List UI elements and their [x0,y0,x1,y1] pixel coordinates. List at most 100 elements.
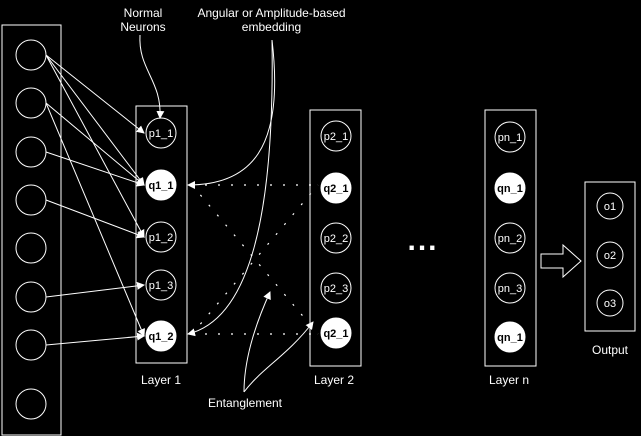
input-neuron [15,136,47,168]
neuron-circle [494,121,526,153]
neuron-circle [596,289,624,317]
entanglement-arrow-1 [243,291,271,393]
neuron-circle [320,120,352,152]
output-neuron: o3 [596,289,624,317]
neuron-label: o2 [604,250,616,262]
neuron-label: q2_1 [323,183,348,195]
input-neuron [15,329,47,361]
connection-arrow [45,151,145,187]
neuron-label: p1_2 [149,232,173,244]
connection-arrow [45,54,145,238]
neuron-circle [494,321,526,353]
embedding-line2: embedding [241,20,302,34]
output-label: Output [591,343,629,357]
connection-arrow [45,281,145,298]
neuron-circle [320,272,352,304]
quantum-neuron: q1_1 [145,169,177,201]
layer-4-box [584,181,636,332]
normal-neurons-annotation: Normal Neurons [108,6,178,34]
normal-neuron: p1_3 [145,269,177,301]
neuron-circle [320,317,352,349]
neuron-circle [145,269,177,301]
neuron-label: pn_2 [498,233,522,245]
normal-neuron: p1_2 [145,221,177,253]
layer-1-label: Layer 1 [140,373,182,387]
ellipsis-label: ... [407,224,439,257]
normal-neurons-line2: Neurons [120,20,166,34]
connection-arrow [45,332,145,346]
neuron-label: p1_3 [149,280,173,292]
neuron-label: pn_1 [498,132,522,144]
neuron-label: q2_1 [323,328,348,340]
layer-2-label: Layer 2 [313,373,355,387]
neuron-circle [494,272,526,304]
neuron-label: p2_1 [324,131,348,143]
quantum-neuron: q2_1 [320,172,352,204]
embedding-arrow-q1-1 [187,39,276,189]
normal-neuron: p2_1 [320,120,352,152]
connection-arrow [45,199,145,239]
neuron-label: p2_3 [324,283,348,295]
connection-arrow [45,54,145,134]
quantum-neuron: qn_1 [494,321,526,353]
neuron-circle [596,192,624,220]
neuron-circle [15,136,47,168]
normal-neuron: pn_2 [494,222,526,254]
neuron-label: o1 [604,201,616,213]
connection-arrow [45,102,145,186]
connection-arrow [45,54,145,186]
neuron-circle [15,87,47,119]
neuron-circle [15,388,47,420]
layer-3-box [484,109,537,367]
neuron-circle [494,222,526,254]
input-neuron [15,39,47,71]
normal-neuron: p1_1 [145,117,177,149]
embedding-annotation: Angular or Amplitude-based embedding [184,6,359,34]
neuron-circle [320,222,352,254]
neuron-label: q1_1 [148,180,173,192]
forward-block-arrow [540,243,582,279]
layer-2-box [309,109,362,367]
neuron-circle [15,329,47,361]
output-neuron: o2 [596,241,624,269]
neuron-label: pn_3 [498,283,522,295]
input-neuron [15,388,47,420]
neuron-circle [15,39,47,71]
neuron-circle [15,281,47,313]
neuron-circle [494,172,526,204]
neuron-label: p1_1 [149,128,173,140]
normal-neurons-line1: Normal [123,6,163,20]
neuron-label: o3 [604,298,616,310]
connection-arrow [45,102,145,337]
layer-n-label: Layer n [488,373,530,387]
entanglement-annotation: Entanglement [207,396,283,410]
layer-0-box [1,24,62,436]
input-neuron [15,232,47,264]
neuron-label: p2_2 [324,233,348,245]
input-neuron [15,87,47,119]
normal-neuron: pn_3 [494,272,526,304]
neuron-label: qn_1 [497,332,523,344]
normal-neuron: p2_3 [320,272,352,304]
neuron-label: qn_1 [497,183,523,195]
input-neuron [15,184,47,216]
neuron-circle [145,320,177,352]
quantum-neuron: qn_1 [494,172,526,204]
neuron-circle [320,172,352,204]
entanglement-arrow-2 [243,321,314,393]
neuron-circle [15,184,47,216]
embedding-line1: Angular or Amplitude-based [197,6,346,20]
entanglement-link [191,184,319,335]
neuron-circle [15,232,47,264]
output-neuron: o1 [596,192,624,220]
embedding-arrow-q1-2 [187,39,273,337]
normal-neurons-arrow [139,34,165,119]
quantum-neuron: q1_2 [145,320,177,352]
entanglement-link [191,184,319,335]
neuron-circle [145,169,177,201]
quantum-neuron: q2_1 [320,317,352,349]
neuron-label: q1_2 [148,331,173,343]
neuron-circle [596,241,624,269]
